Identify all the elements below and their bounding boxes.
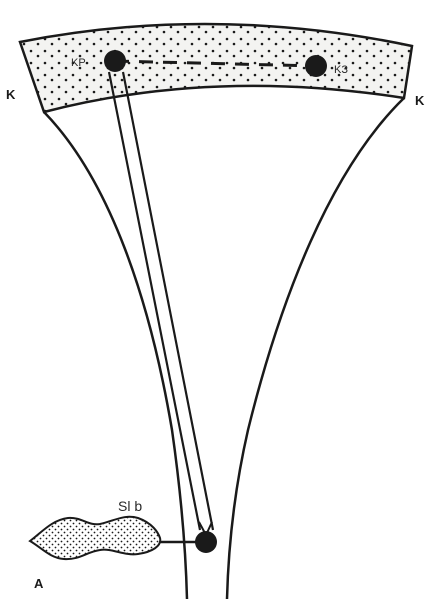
label-right-k: K [415, 93, 425, 108]
label-panel: A [34, 576, 44, 591]
kz-neuron [305, 55, 327, 77]
label-kz: KЗ [334, 64, 348, 76]
label-left-k: K [6, 87, 16, 102]
kp-neuron [104, 50, 126, 72]
slb-neuron [195, 531, 217, 553]
projection-path [109, 72, 213, 530]
label-slb: Sl b [118, 498, 142, 514]
funnel-right-wall [227, 98, 404, 599]
label-kp: KP [71, 57, 86, 69]
